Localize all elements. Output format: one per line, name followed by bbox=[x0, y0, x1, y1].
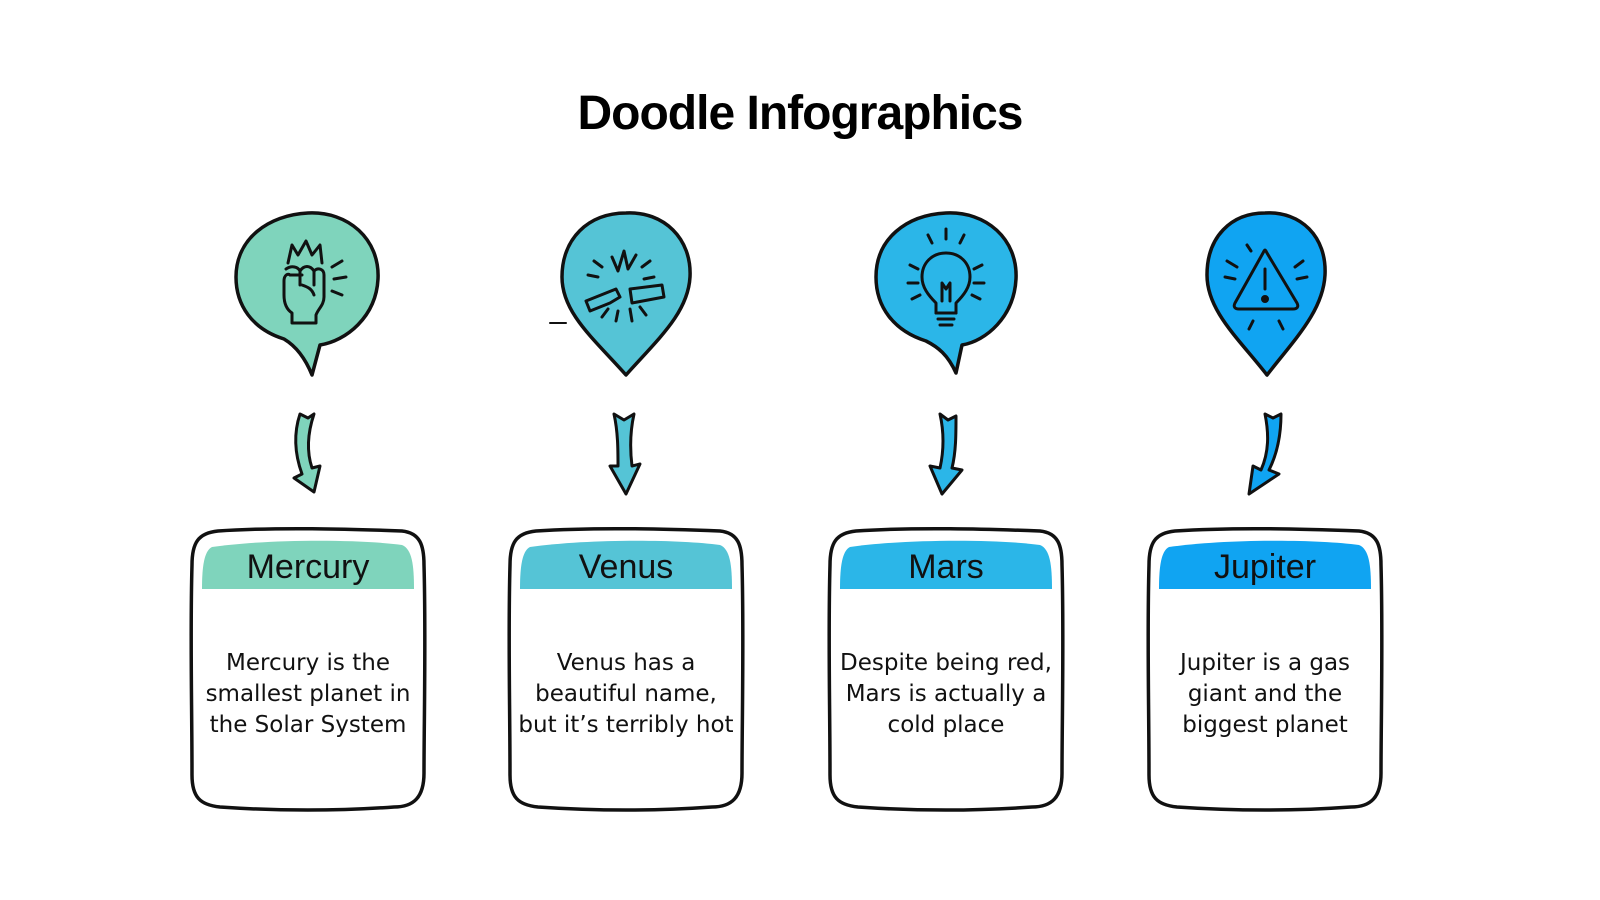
arrow-down-icon bbox=[928, 412, 964, 496]
lightbulb-icon bbox=[906, 227, 986, 327]
card-title: Venus bbox=[578, 548, 674, 586]
arrow-down-icon bbox=[1247, 412, 1283, 496]
broken-bar-icon bbox=[584, 249, 666, 323]
info-card bbox=[1146, 526, 1384, 812]
card-header-band bbox=[1159, 540, 1371, 589]
speech-bubble-pin bbox=[234, 211, 380, 377]
arrow-down-icon bbox=[608, 412, 642, 496]
map-pin bbox=[549, 211, 692, 377]
fist-icon bbox=[282, 239, 348, 325]
map-pin bbox=[1205, 211, 1327, 377]
card-header-band bbox=[840, 540, 1052, 589]
warning-icon bbox=[1223, 243, 1309, 331]
info-card bbox=[507, 526, 745, 812]
card-description: Mercury is the smallest planet in the So… bbox=[205, 649, 411, 738]
step-jupiter: Jupiter Jupiter is a gas giant and the b… bbox=[1115, 0, 1415, 900]
info-card bbox=[827, 526, 1065, 812]
card-description: Despite being red, Mars is actually a co… bbox=[840, 649, 1052, 738]
step-venus: Venus Venus has a beautiful name, but it… bbox=[476, 0, 776, 900]
speech-bubble-pin bbox=[874, 211, 1018, 375]
card-description: Venus has a beautiful name, but it’s ter… bbox=[518, 649, 734, 738]
card-title: Mercury bbox=[246, 548, 370, 586]
step-mars: Mars Despite being red, Mars is actually… bbox=[796, 0, 1096, 900]
step-mercury: Mercury Mercury is the smallest planet i… bbox=[158, 0, 458, 900]
card-header-band bbox=[202, 540, 414, 589]
card-header-band bbox=[520, 540, 732, 589]
card-title: Mars bbox=[908, 548, 984, 586]
card-title: Jupiter bbox=[1213, 548, 1317, 586]
page-title: Doodle Infographics bbox=[577, 87, 1023, 140]
card-description: Jupiter is a gas giant and the biggest p… bbox=[1179, 649, 1351, 738]
arrow-down-icon bbox=[292, 412, 322, 494]
info-card bbox=[189, 526, 427, 812]
